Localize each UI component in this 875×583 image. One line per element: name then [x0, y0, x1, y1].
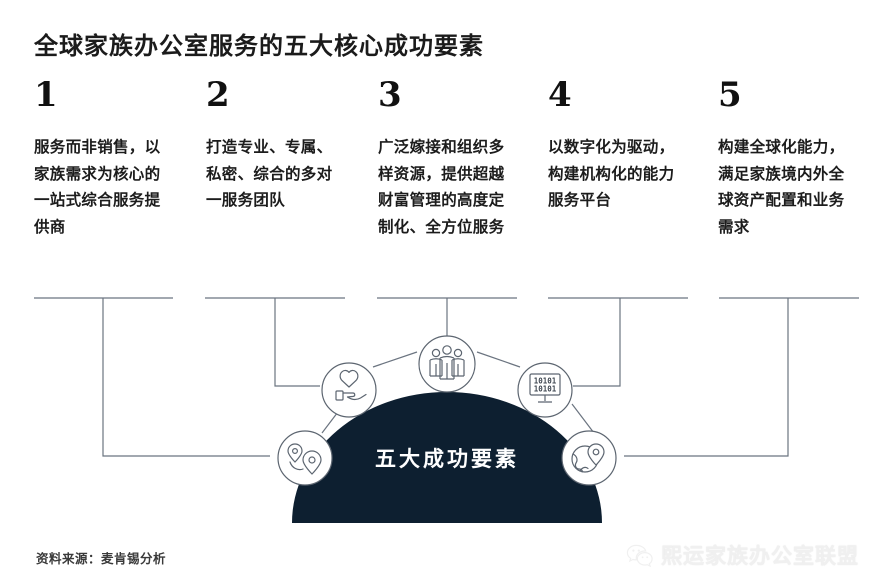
chain-node4-node5: [571, 403, 595, 434]
watermark: 熙运家族办公室联盟: [626, 540, 859, 570]
link-col4-to-node4: [573, 298, 621, 387]
column-number-2: 2: [206, 75, 230, 115]
link-col5-to-node5: [624, 298, 789, 457]
column-text-4: 以数字化为驱动，构建机构化的能力服务平台: [548, 138, 675, 210]
monitor-binary-icon: [529, 373, 561, 403]
center-dome: 五大成功要素: [292, 392, 602, 523]
chain-node3-node4: [476, 351, 521, 368]
column-text-2: 打造专业、专属、私密、综合的多对一服务团队: [206, 138, 333, 210]
diagram-area: 五大成功要素: [0, 288, 875, 538]
connector-lines: [34, 297, 859, 524]
node-heart-in-hand[interactable]: [321, 362, 377, 418]
columns-container: 1 服务而非销售，以家族需求为核心的一站式综合服务提供商 2 打造专业、专属、私…: [0, 78, 875, 288]
node-monitor-binary[interactable]: 10101 10101: [517, 362, 573, 418]
column-text-1: 服务而非销售，以家族需求为核心的一站式综合服务提供商: [34, 138, 161, 236]
column-2: 2 打造专业、专属、私密、综合的多对一服务团队: [206, 78, 346, 214]
people-group-icon: [429, 345, 465, 380]
column-number-5: 5: [718, 75, 742, 115]
column-5: 5 构建全球化能力，满足家族境内外全球资产配置和业务需求: [718, 78, 858, 241]
map-pins-icon: [287, 443, 322, 475]
watermark-text: 熙运家族办公室联盟: [661, 544, 859, 568]
node-people-group[interactable]: [418, 335, 476, 393]
monitor-binary-line-2: 10101: [534, 385, 557, 394]
globe-pin-icon: [571, 443, 605, 473]
source-note: 资料来源：麦肯锡分析: [36, 551, 167, 566]
column-text-5: 构建全球化能力，满足家族境内外全球资产配置和业务需求: [718, 138, 845, 236]
column-text-3: 广泛嫁接和组织多样资源，提供超越财富管理的高度定制化、全方位服务: [378, 138, 505, 236]
column-4: 4 以数字化为驱动，构建机构化的能力服务平台: [548, 78, 690, 214]
column-number-4: 4: [548, 75, 572, 115]
column-number-1: 1: [34, 75, 58, 115]
page-title: 全球家族办公室服务的五大核心成功要素: [34, 32, 484, 60]
heart-in-hand-icon: [335, 369, 367, 401]
center-dome-label: 五大成功要素: [375, 447, 519, 471]
node-map-pins[interactable]: [277, 430, 333, 486]
column-1: 1 服务而非销售，以家族需求为核心的一站式综合服务提供商: [34, 78, 174, 241]
node-globe-pin[interactable]: [561, 430, 617, 486]
monitor-binary-line-1: 10101: [534, 377, 557, 386]
chain-node2-node3: [372, 351, 418, 368]
column-number-3: 3: [378, 75, 402, 115]
wechat-icon: [626, 543, 654, 568]
column-3: 3 广泛嫁接和组织多样资源，提供超越财富管理的高度定制化、全方位服务: [378, 78, 520, 241]
link-col1-to-node1: [102, 298, 270, 457]
link-col2-to-node2: [274, 298, 320, 387]
